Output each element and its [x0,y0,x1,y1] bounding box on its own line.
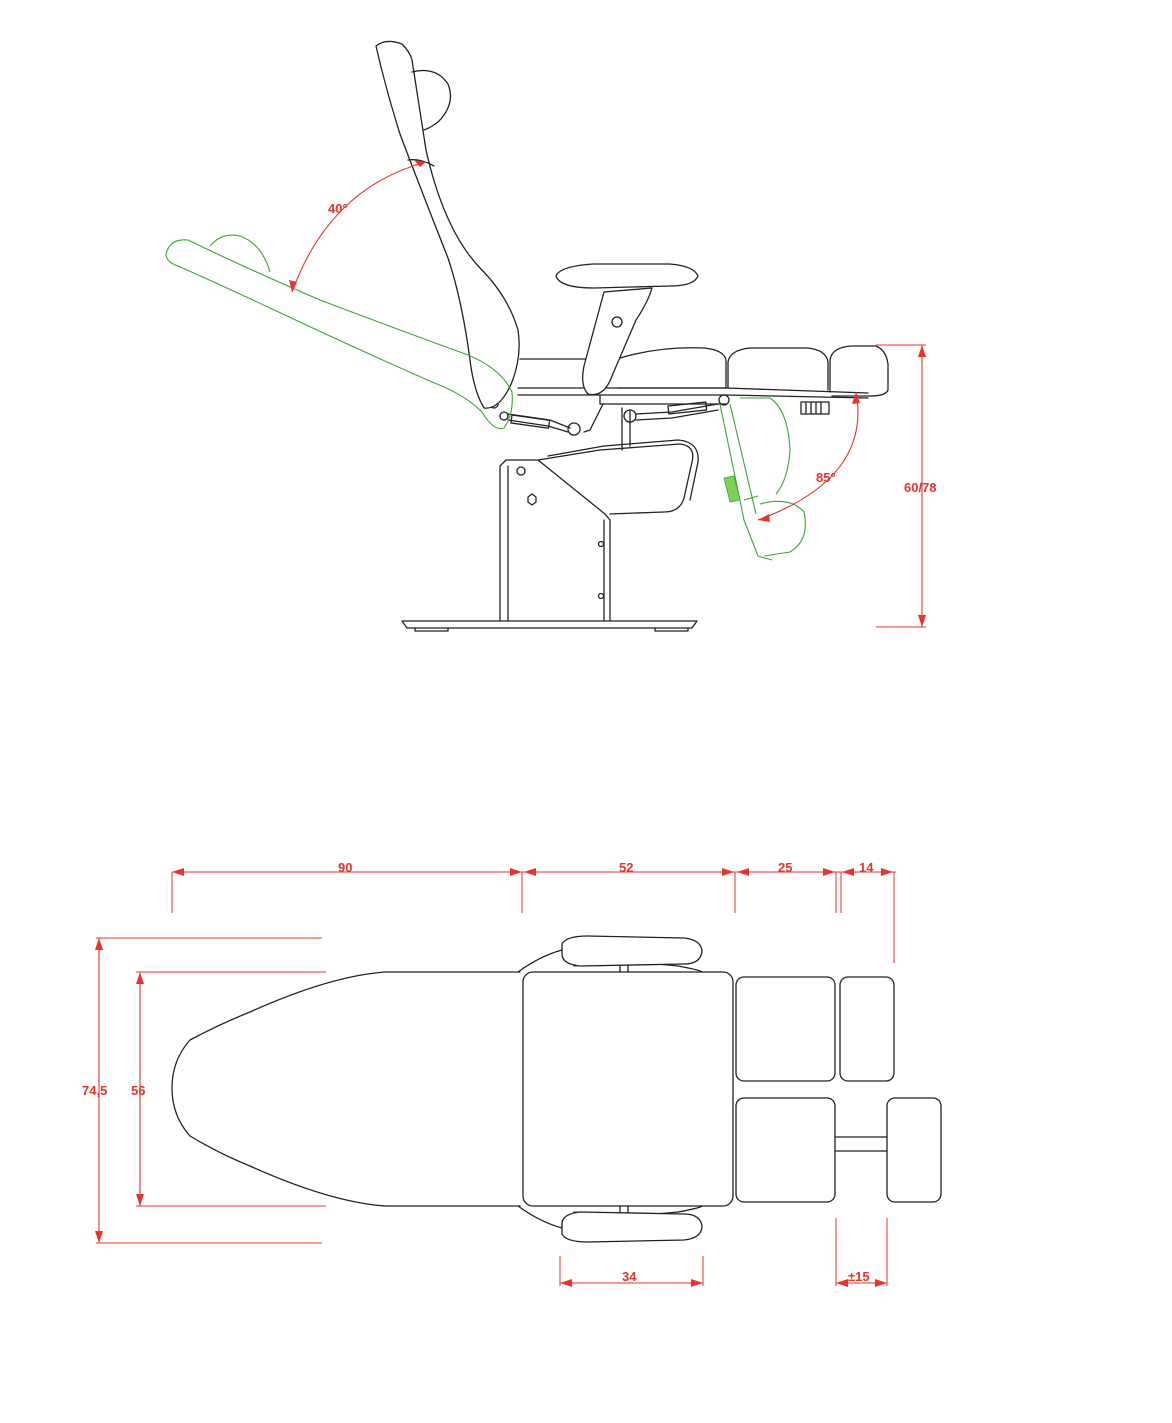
width-dimensions: 74,5 56 [82,937,326,1244]
length-dimensions: 90 52 25 14 [171,860,896,963]
seat-height-dimension: 60/78 [876,344,937,628]
leg-section-1-label: 25 [778,860,792,875]
armrest-top-upper [517,935,703,973]
armrest-top-lower [517,1205,703,1243]
armrest-length-dimension: 34 [559,1256,704,1287]
backrest-top [171,971,521,1207]
legrest-angle-dimension: 85° [757,391,860,522]
column-housing [499,459,611,622]
backrest-angle-dimension: 40° [289,160,427,293]
leg-knob [800,401,830,415]
actuators [489,394,730,436]
side-view: 40° 85° 60/78 [165,40,937,632]
headrest [411,69,452,131]
armrest-length-label: 34 [622,1269,637,1284]
seat-top [522,971,734,1207]
leg-section-upper-2 [839,976,895,1082]
lift-arm [537,403,699,515]
base-plate [401,620,698,632]
lowered-legrest-alt [719,397,806,561]
footrest-adjust-label: ±15 [848,1269,870,1284]
footrest-adjust-dimension: ±15 [835,1218,888,1287]
armrest [555,263,699,396]
leg-section-lower-1 [735,1097,836,1203]
leg-section-upper-1 [735,976,836,1082]
seat-height-label: 60/78 [904,480,937,495]
reclined-backrest-alt [165,234,513,430]
body-width-label: 56 [131,1083,145,1098]
seat-length-label: 52 [619,860,633,875]
leg-section-2-label: 14 [859,860,874,875]
leg-cushion-2 [829,345,889,397]
backrest-length-label: 90 [338,860,352,875]
legrest-angle-label: 85° [816,470,836,485]
total-width-label: 74,5 [82,1083,107,1098]
backrest [375,40,520,409]
seat-cushion [617,347,727,389]
footrest-extension [834,1097,942,1203]
seat-frame [517,358,869,405]
leg-cushion-1 [727,347,829,391]
top-view: 90 52 25 14 74,5 56 34 [82,860,942,1287]
backrest-angle-label: 40° [328,201,348,216]
